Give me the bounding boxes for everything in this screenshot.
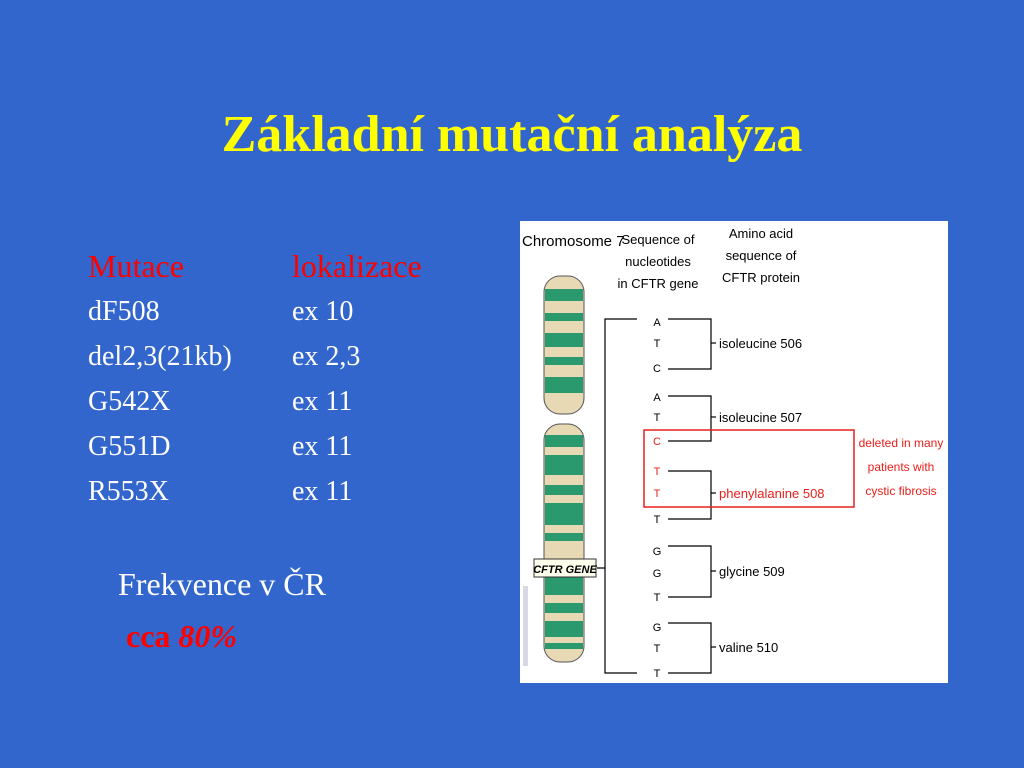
deleted-note-line2: patients with [868,460,935,474]
deleted-note-line1: deleted in many [859,436,944,450]
base-letter: T [654,643,661,655]
amino-acid-label: isoleucine 507 [719,410,802,425]
mutation-table: Mutace lokalizace dF508 ex 10 del2,3(21k… [88,244,422,514]
deleted-base-letter: C [653,436,661,448]
base-letter: A [653,317,661,329]
base-letter: T [654,412,661,424]
table-row: G542X ex 11 [88,379,422,424]
base-letter: G [653,568,662,580]
table-row: dF508 ex 10 [88,289,422,334]
deleted-note-line3: cystic fibrosis [865,484,936,498]
cftr-gene-label: CFTR GENE [533,564,597,576]
amino-acid-label: valine 510 [719,640,778,655]
base-letter: T [654,668,661,680]
mutation-location: ex 2,3 [292,340,361,372]
col-sequence-line2: nucleotides [625,254,691,269]
base-letter: G [653,622,662,634]
mutation-name: del2,3(21kb) [88,340,232,372]
base-letter: G [653,546,662,558]
base-letter: C [653,363,661,375]
base-letter: T [654,592,661,604]
col-chromosome-label: Chromosome 7 [522,233,625,250]
frequency-number: 80% [178,618,238,654]
col-amino-line3: CFTR protein [722,270,800,285]
amino-acid-label: isoleucine 506 [719,336,802,351]
credit-mark [523,586,528,666]
mutation-name: dF508 [88,295,160,327]
mutation-name: G542X [88,385,171,417]
mutation-location: ex 11 [292,475,353,507]
table-row: R553X ex 11 [88,469,422,514]
col-sequence-line1: Sequence of [621,232,694,247]
cftr-diagram: Chromosome 7 Sequence of nucleotides in … [520,221,948,683]
table-row: del2,3(21kb) ex 2,3 [88,334,422,379]
mutation-location: ex 11 [292,430,353,462]
base-letter: T [654,488,661,500]
amino-acid-label: glycine 509 [719,564,785,579]
header-lokalizace: lokalizace [292,248,422,284]
col-sequence-line3: in CFTR gene [618,276,699,291]
mutation-name: G551D [88,430,171,462]
deletion-highlight-box [643,429,855,508]
cftr-gene-box [533,558,597,578]
base-letter: T [654,466,661,478]
header-mutace: Mutace [88,248,184,284]
base-letter: T [654,514,661,526]
mutation-name: R553X [88,475,169,507]
frequency-label: Frekvence v ČR [118,566,326,602]
chromosome-icon [543,275,585,663]
amino-acid-label-highlight: phenylalanine 508 [719,486,825,501]
mutation-location: ex 11 [292,385,353,417]
table-row: G551D ex 11 [88,424,422,469]
col-amino-line2: sequence of [726,248,797,263]
base-letter: T [654,338,661,350]
cftr-diagram-svg: Chromosome 7 Sequence of nucleotides in … [522,226,944,680]
frequency-value: cca 80% [126,618,237,655]
mutation-location: ex 10 [292,295,354,327]
base-letter: A [653,392,661,404]
slide-title: Základní mutační analýza [221,106,803,163]
col-amino-line1: Amino acid [729,226,793,241]
table-header: Mutace lokalizace [88,244,422,289]
frequency-prefix: cca [126,618,171,654]
